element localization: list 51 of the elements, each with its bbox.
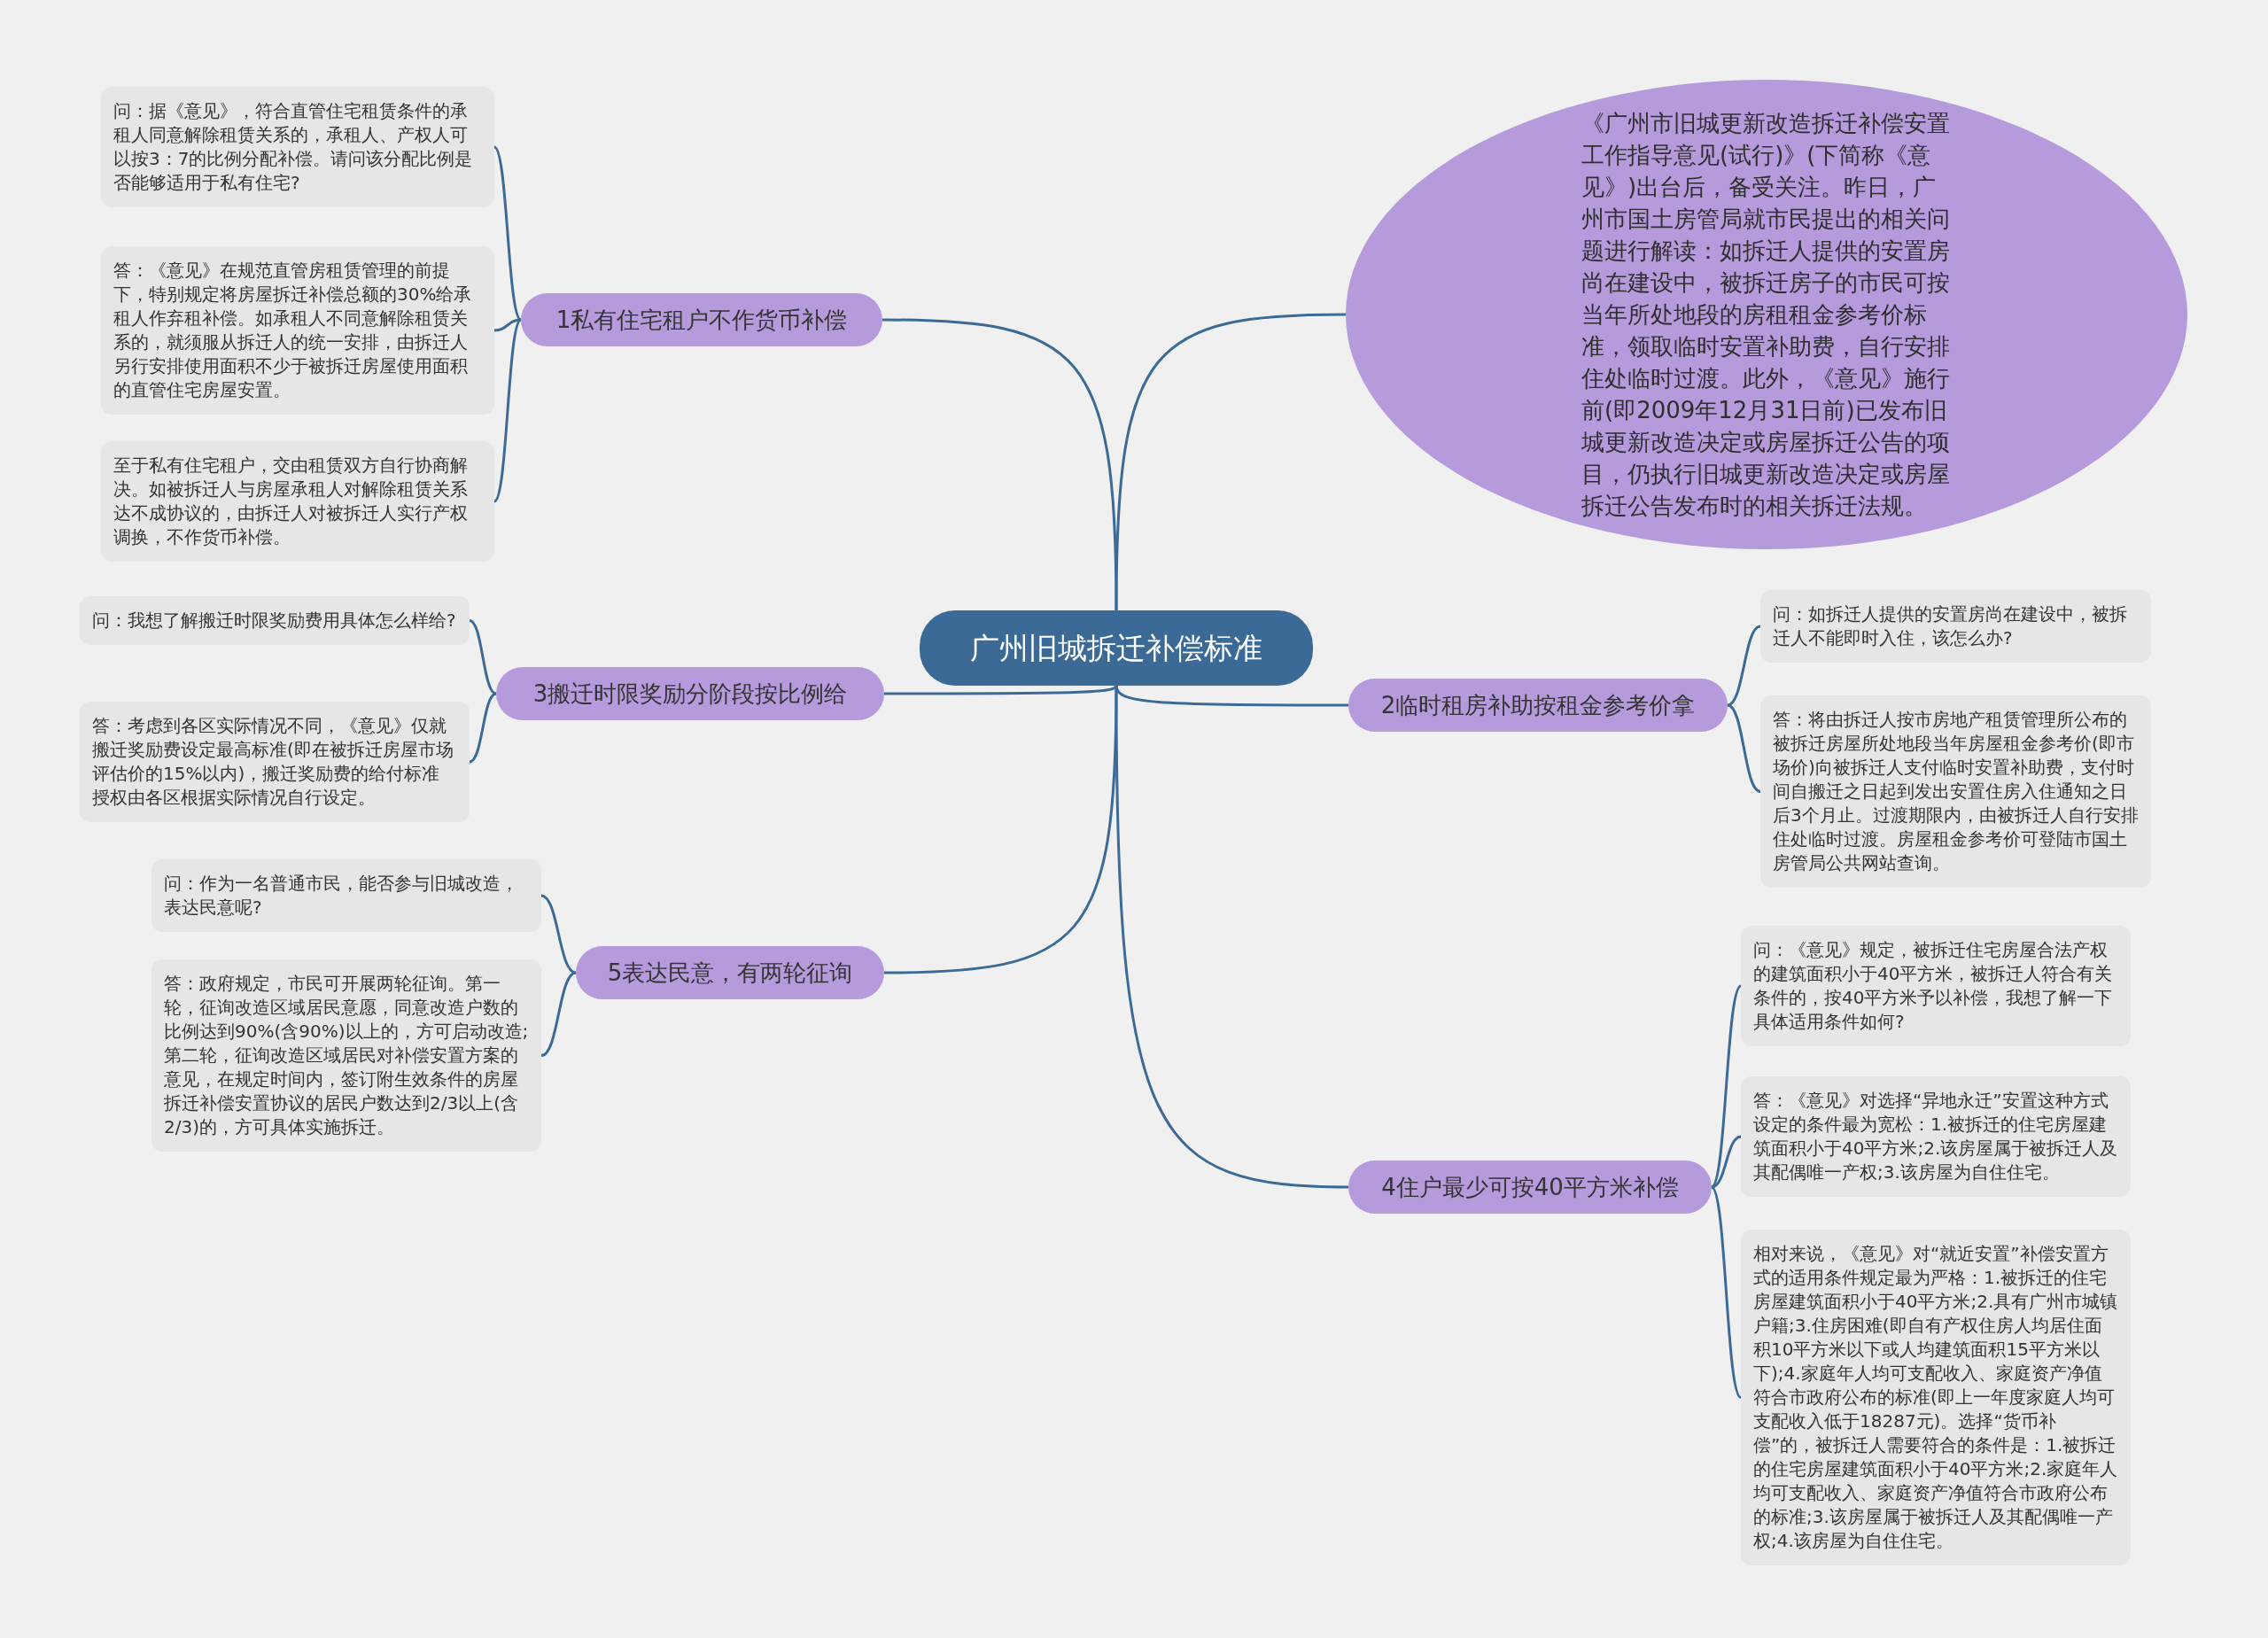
topic-pill <box>1348 679 1728 732</box>
node-text: 《广州市旧城更新改造拆迁补偿安置工作指导意见(试行)》(下简称《意见》)出台后，备受关注。昨日，广州市国土房管局就市民提出的相关问题进行解读：如拆迁人提供的安置房尚在建设中，被拆迁房子的市民可按当年所处地段的房租租金参考价标准，领取临时安置补助费，自行安排住处临时过渡。此外，《意见》施行前(即2009年12月31日前)已发布旧城更新改造决定或房屋拆迁公告的项目，仍执行旧城更新改造决定或房屋拆迁公告发布时的相关拆迁法规。 <box>1581 109 1951 521</box>
connector-line <box>883 686 1118 974</box>
note-card <box>151 959 541 1152</box>
note-card <box>80 702 470 822</box>
note-card <box>101 246 494 415</box>
note-card <box>101 441 494 562</box>
connector-line <box>1115 313 1347 610</box>
connector-line <box>1711 1135 1742 1189</box>
node-text: 答：将由拆迁人按市房地产租赁管理所公布的被拆迁房屋所处地段当年房屋租金参考价(即市场价)向被拆迁人支付临时安置补助费，支付时间自搬迁之日起到发出安置住房入住通知之日后3个月止。过渡期限内，由被拆迁人自行安排住处临时过渡。房屋租金参考价可登陆市国土房管局公共网站查询。 <box>1773 708 2139 875</box>
connector-line <box>1710 985 1743 1188</box>
connector-line <box>540 894 577 974</box>
note-card <box>1741 926 2131 1046</box>
node-text: 答：《意见》在规范直管房租赁管理的前提下，特别规定将房屋拆迁补偿总额的30%给承租人作弃租补偿。如承租人不同意解除租赁关系的，就须服从拆迁人的统一安排，由拆迁人另行安排使用面积不少于被拆迁房屋使用面积的直管住宅房屋安置。 <box>113 259 473 402</box>
node-text: 2临时租房补助按租金参考价拿 <box>1380 691 1696 720</box>
node-text: 5表达民意，有两轮征询 <box>607 959 853 988</box>
connector-line <box>493 319 523 502</box>
connector-line <box>493 318 522 332</box>
topic-pill <box>496 667 884 720</box>
connector-line <box>540 971 577 1057</box>
topic-pill <box>1348 1161 1712 1214</box>
node-text: 1私有住宅租户不作货币补偿 <box>555 306 848 335</box>
node-text: 问：作为一名普通市民，能否参与旧城改造，表达民意呢? <box>164 872 519 920</box>
node-text: 答：《意见》对选择“异地永迁”安置这种方式设定的条件最为宽松：1.被拆迁的住宅房屋建筑面积小于40平方米;2.该房屋属于被拆迁人及其配偶唯一产权;3.该房屋为自住住宅。 <box>1753 1089 2118 1184</box>
connector-line <box>882 318 1118 610</box>
note-card <box>151 859 541 932</box>
node-text: 答：考虑到各区实际情况不同，《意见》仅就搬迁奖励费设定最高标准(即在被拆迁房屋市场评估价的15%以内)，搬迁奖励费的给付标准授权由各区根据实际情况自行设定。 <box>92 714 454 810</box>
connector-line <box>469 692 497 764</box>
connector-line <box>1727 703 1761 793</box>
note-card <box>80 596 470 645</box>
note-card <box>1760 590 2151 663</box>
node-text: 问：据《意见》，符合直管住宅租赁条件的承租人同意解除租赁关系的，承租人、产权人可以按3：7的比例分配补偿。请问该分配比例是否能够适用于私有住宅? <box>113 99 474 195</box>
note-card <box>1741 1076 2131 1197</box>
topic-pill <box>521 293 882 346</box>
note-card <box>101 87 494 207</box>
node-text: 问：《意见》规定，被拆迁住宅房屋合法产权的建筑面积小于40平方米，被拆迁人符合有关条件的，按40平方米予以补偿，我想了解一下具体适用条件如何? <box>1753 938 2114 1034</box>
node-text: 3搬迁时限奖励分阶段按比例给 <box>532 679 848 709</box>
connector-line <box>1727 625 1761 707</box>
connector-line <box>1115 686 1349 1189</box>
connector-line <box>469 619 497 695</box>
connector-line <box>1710 1186 1743 1399</box>
connector-line <box>493 146 523 321</box>
node-text: 相对来说，《意见》对“就近安置”补偿安置方式的适用条件规定最为严格：1.被拆迁的住宅房屋建筑面积小于40平方米;2.具有广州市城镇户籍;3.住房困难(即自有产权住房人均居住面积10平方米以下或人均建筑面积15平方米以下);4.家庭年人均可支配收入、家庭资产净值符合市政府公布的标准(即上一年度家庭人均可支配收入低于18287元)。选择“货币补偿”的，被拆迁人需要符合的条件是：1.被拆迁的住宅房屋建筑面积小于40平方米;2.家庭年人均可支配收入、家庭资产净值符合市政府公布的标准;3.该房屋属于被拆迁人及其配偶唯一产权;4.该房屋为自住住宅。 <box>1753 1242 2118 1553</box>
note-card <box>1760 695 2151 888</box>
topic-pill <box>576 946 884 999</box>
node-text: 4住户最少可按40平方米补偿 <box>1381 1173 1679 1202</box>
node-text: 问：如拆迁人提供的安置房尚在建设中，被拆迁人不能即时入住，该怎么办? <box>1773 602 2128 650</box>
node-text: 问：我想了解搬迁时限奖励费用具体怎么样给? <box>92 609 457 633</box>
node-text: 广州旧城拆迁补偿标准 <box>970 629 1262 667</box>
node-text: 答：政府规定，市民可开展两轮征询。第一轮，征询改造区域居民意愿，同意改造户数的比例达到90%(含90%)以上的，方可启动改造;第二轮，征询改造区域居民对补偿安置方案的意见，在规定时间内，签订附生效条件的房屋拆迁补偿安置协议的居民户数达到2/3以上(含2/3)的，方可具体实施拆迁。 <box>164 972 529 1139</box>
node-text: 至于私有住宅租户，交由租赁双方自行协商解决。如被拆迁人与房屋承租人对解除租赁关系达不成协议的，由拆迁人对被拆迁人实行产权调换，不作货币补偿。 <box>113 454 469 549</box>
